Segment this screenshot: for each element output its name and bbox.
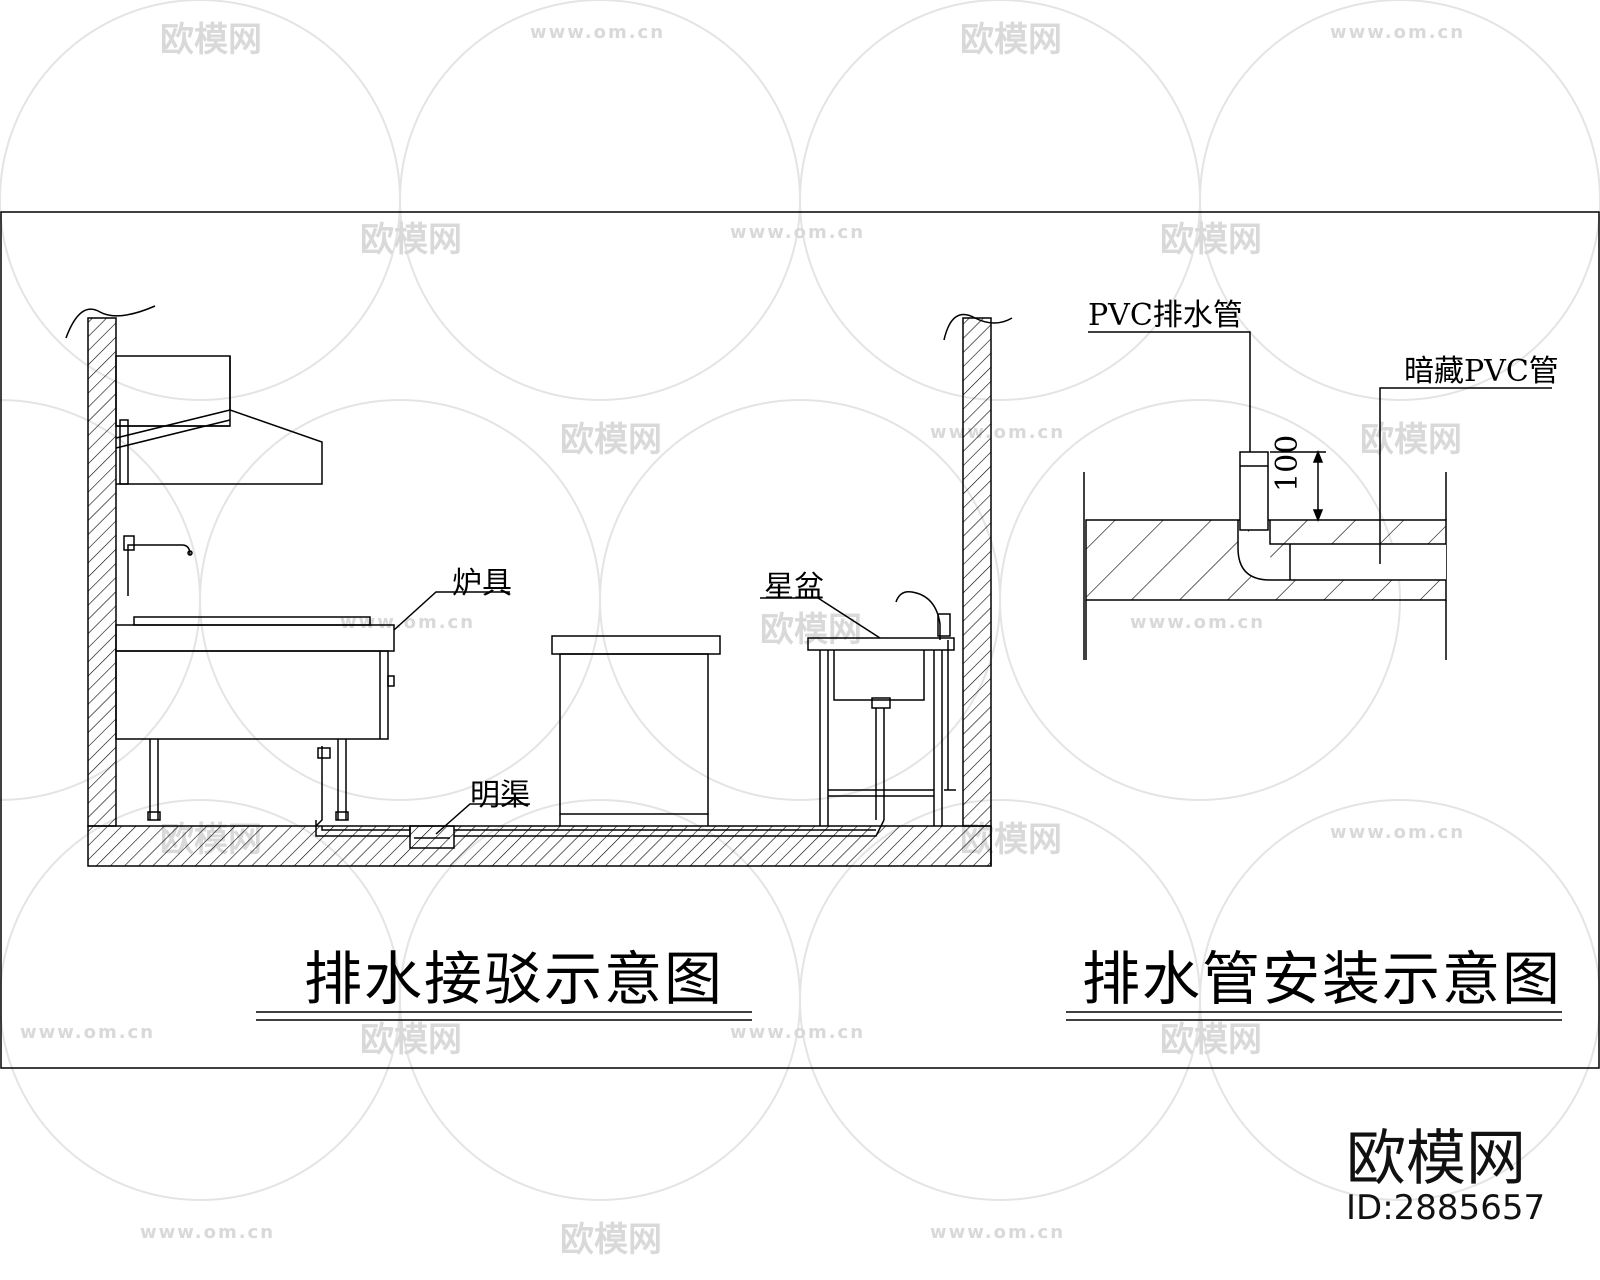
stove-label: 炉具 <box>452 566 512 601</box>
right-wall <box>962 317 992 827</box>
right-diagram <box>1066 331 1562 1021</box>
stove <box>115 616 395 827</box>
open-channel-label: 明渠 <box>470 778 530 813</box>
left-diagram-title: 排水接驳示意图 <box>304 945 725 1013</box>
frame-border <box>0 211 1600 1069</box>
right-diagram-title: 排水管安装示意图 <box>1082 945 1563 1013</box>
floor-slab <box>87 825 992 867</box>
left-wall <box>87 317 117 827</box>
brand-id: ID:2885657 <box>1346 1188 1546 1228</box>
hidden-pvc-pipe-label: 暗藏PVC管 <box>1404 354 1559 389</box>
sink-label: 星盆 <box>764 570 824 605</box>
pvc-drain-leader <box>1088 331 1251 452</box>
pvc-drain-pipe <box>1239 451 1269 531</box>
drain-line <box>315 819 885 849</box>
brand-name: 欧模网 <box>1346 1124 1526 1194</box>
exhaust-hood <box>115 355 323 485</box>
work-table <box>551 635 721 826</box>
floor-drain <box>409 825 455 849</box>
sink-leader <box>760 597 881 639</box>
channel-leader <box>435 803 530 835</box>
stove-faucet <box>127 544 191 596</box>
hidden-pvc-leader <box>1379 387 1552 564</box>
pvc-drain-pipe-label: PVC排水管 <box>1088 298 1243 333</box>
stove-leader <box>393 591 510 631</box>
left-diagram <box>65 305 1013 1021</box>
dimension-label: 100 <box>1270 434 1305 492</box>
sink <box>807 590 956 826</box>
